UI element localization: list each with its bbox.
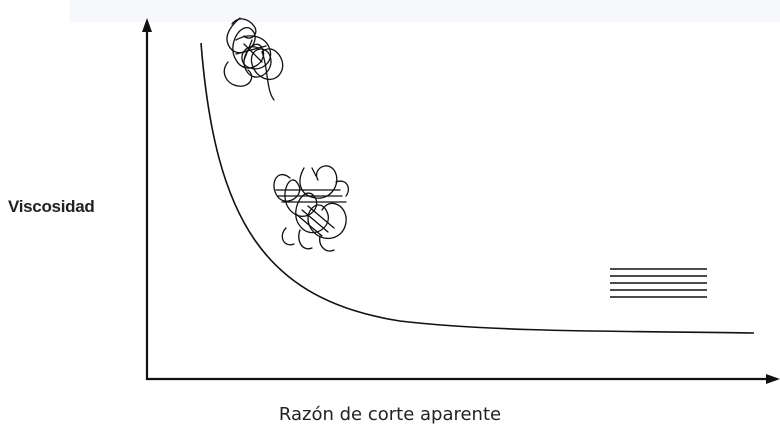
x-axis-label: Razón de corte aparente [278,404,502,425]
viscosity-curve [200,42,755,334]
y-axis [142,18,152,380]
top-background-band [70,0,780,22]
tangled-coil-icon [223,17,284,101]
x-axis [146,374,780,384]
y-axis-label: Viscosidad [8,197,95,216]
partially-aligned-coil-icon [273,165,350,252]
aligned-chains-icon [610,268,707,298]
